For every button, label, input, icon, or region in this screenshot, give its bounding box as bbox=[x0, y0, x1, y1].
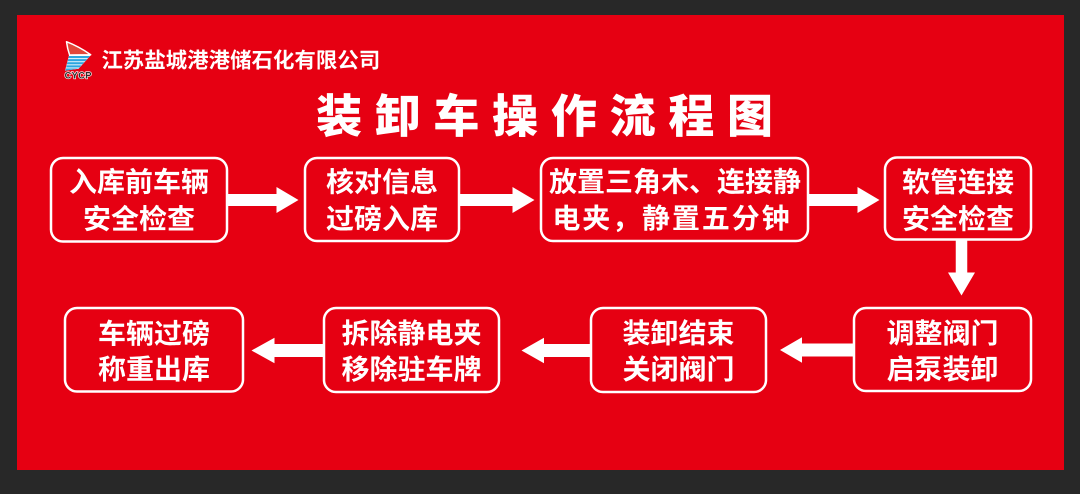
svg-text:CYCP: CYCP bbox=[65, 70, 92, 80]
